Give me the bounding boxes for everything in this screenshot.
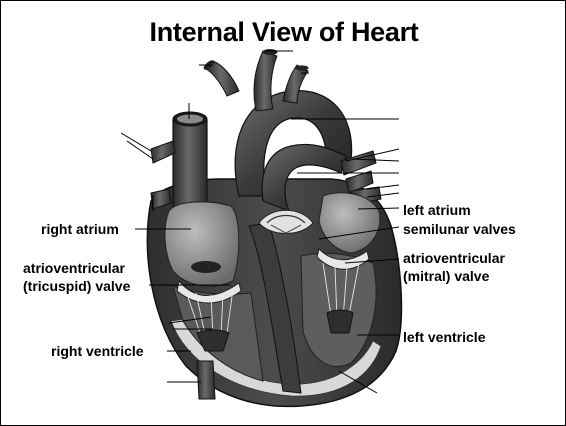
label-right-atrium: right atrium [41, 220, 119, 238]
label-semilunar-valves: semilunar valves [403, 220, 516, 238]
right-pulmonary-vein-upper [151, 141, 175, 163]
label-mitral-valve-line2: (mitral) valve [403, 267, 489, 285]
label-left-ventricle: left ventricle [403, 328, 485, 346]
label-right-ventricle: right ventricle [51, 342, 144, 360]
right-atrium-cavity [165, 202, 239, 286]
inferior-vena-cava [197, 361, 215, 399]
label-tricuspid-valve-line2: (tricuspid) valve [23, 277, 130, 295]
papillary-muscle-left [327, 310, 353, 333]
label-tricuspid-valve-line1: atrioventricular [23, 259, 125, 277]
label-mitral-valve-line1: atrioventricular [403, 249, 505, 267]
coronary-sinus [191, 261, 221, 273]
label-left-atrium: left atrium [403, 201, 471, 219]
